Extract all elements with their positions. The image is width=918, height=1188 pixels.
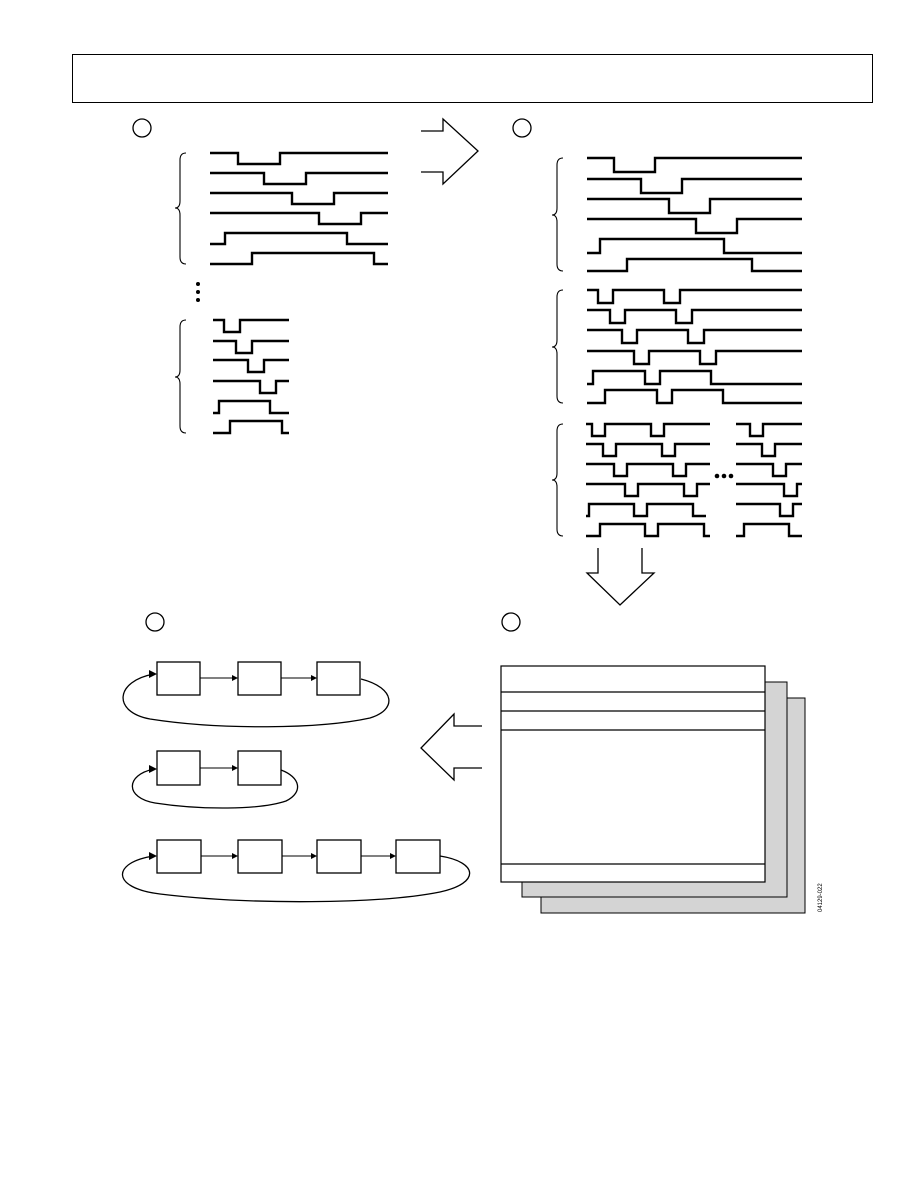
waveform (586, 422, 710, 438)
panel-1-group-a (174, 151, 388, 266)
connector-arrowhead (390, 853, 396, 859)
waveform (213, 318, 289, 334)
panel-2-group-a (551, 156, 802, 273)
waveform (587, 328, 802, 345)
waveform (213, 358, 289, 374)
panel-2-group-b (551, 288, 802, 405)
waveform (736, 462, 802, 478)
waveform (736, 502, 802, 518)
waveform (210, 211, 388, 226)
waveform (210, 231, 388, 246)
block (237, 839, 283, 874)
step-marker-4 (145, 612, 165, 632)
waveform (587, 288, 802, 305)
loop-chain-3 (121, 839, 471, 903)
waveform (587, 237, 802, 255)
waveform (587, 156, 802, 174)
waveform (587, 349, 802, 366)
waveform (210, 171, 388, 186)
step-marker-3 (501, 612, 521, 632)
block (316, 661, 361, 696)
arrow-left (420, 712, 482, 782)
brace (551, 423, 564, 537)
waveform (586, 462, 710, 478)
loop-arrowhead (149, 765, 157, 773)
step-marker-2 (512, 118, 532, 138)
block (395, 839, 441, 874)
ellipsis-dots-horizontal (714, 473, 734, 479)
connector-arrowhead (311, 675, 317, 681)
table-page (500, 665, 766, 883)
loop-arrowhead (149, 670, 157, 678)
waveform (587, 217, 802, 235)
waveform (586, 502, 706, 518)
loop-ellipse (131, 768, 299, 809)
loop-chain-1 (122, 661, 390, 728)
connector-arrowhead (232, 675, 238, 681)
connector-arrowhead (232, 853, 238, 859)
arrow-right (421, 117, 479, 186)
waveform (736, 522, 802, 538)
waveform (213, 419, 289, 435)
waveform (210, 251, 388, 266)
waveform (213, 399, 289, 415)
waveform (587, 197, 802, 215)
block (156, 661, 201, 696)
waveform (587, 369, 802, 386)
waveform (586, 482, 710, 498)
connector-arrowhead (311, 853, 317, 859)
brace (551, 289, 564, 404)
step-marker-1 (132, 118, 152, 138)
waveform (736, 442, 802, 458)
waveform (587, 257, 802, 273)
brace (174, 319, 187, 434)
waveform (213, 379, 289, 395)
loop-ellipse (122, 673, 390, 728)
ellipsis-dots-vertical (196, 282, 200, 302)
arrow-down (585, 548, 656, 606)
waveform (586, 522, 710, 538)
loop-arrowhead (149, 852, 157, 860)
waveform (213, 339, 289, 355)
waveform (587, 388, 802, 405)
block (316, 839, 362, 874)
brace (174, 152, 187, 265)
brace (551, 157, 564, 272)
block (237, 750, 282, 786)
waveform (736, 422, 802, 438)
block (156, 750, 201, 786)
panel-1-group-b (174, 318, 289, 435)
block (237, 661, 282, 696)
header-box (72, 54, 873, 103)
loop-chain-2 (131, 750, 299, 809)
block (156, 839, 202, 874)
waveform (587, 308, 802, 325)
connector-arrowhead (232, 765, 238, 771)
waveform (587, 177, 802, 195)
waveform (586, 442, 710, 458)
panel-3-table-stack: 04129-022 (500, 665, 824, 914)
waveform (210, 151, 388, 166)
waveform (210, 191, 388, 206)
figure-id: 04129-022 (818, 883, 824, 912)
panel-2-group-c (551, 422, 802, 538)
waveform (736, 482, 802, 498)
loop-ellipse (121, 855, 471, 903)
